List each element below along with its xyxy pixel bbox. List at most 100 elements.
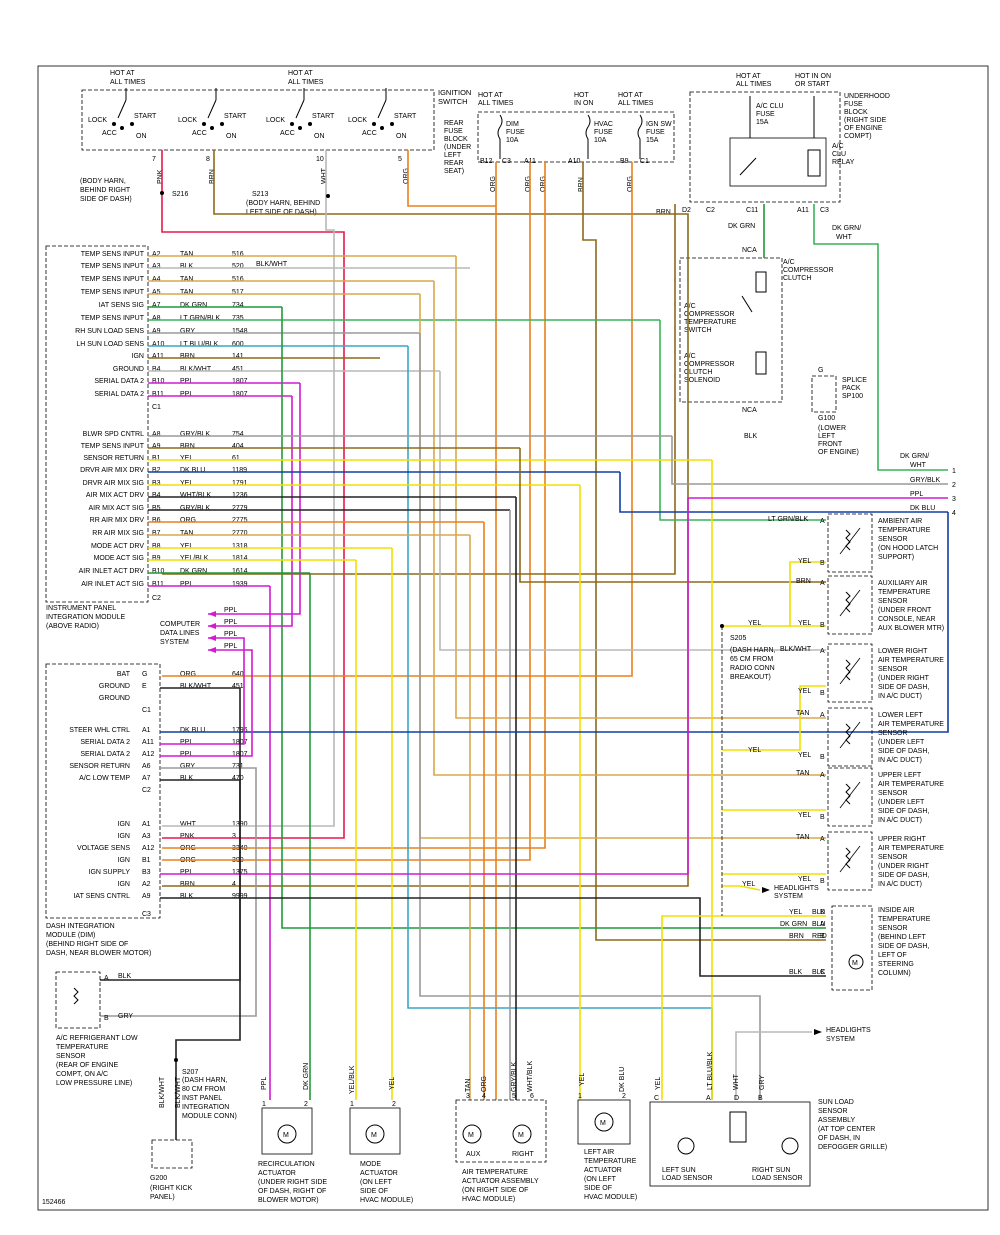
motor-letter: M xyxy=(600,1120,606,1127)
fuse-label: 10A xyxy=(594,137,607,144)
ipim-pin-label: SERIAL DATA 2 xyxy=(94,378,144,385)
inside-sensor-title: LEFT OF xyxy=(878,952,907,959)
sensor-title: SENSOR xyxy=(878,730,908,737)
ipim-pin: B3 xyxy=(152,480,161,487)
ipim-wire-label: YEL xyxy=(180,480,193,487)
relay-box xyxy=(729,137,827,187)
dim-wire-label: PPL xyxy=(180,869,193,876)
sun-wire: WHT xyxy=(733,1073,740,1090)
sun-pin: C xyxy=(654,1095,659,1102)
right-wire-name: DK GRN/ xyxy=(900,453,929,460)
dim-pin: A1 xyxy=(142,727,151,734)
nca-label-2: NCA xyxy=(742,407,757,414)
ipim-wire-label: ORG xyxy=(180,517,196,524)
wire-dkgrn-wht xyxy=(813,204,948,471)
left-sun-label: LEFT SUN xyxy=(662,1167,696,1174)
g200-note: (RIGHT KICK xyxy=(150,1185,193,1192)
air-temp-pin: 4 xyxy=(482,1093,486,1100)
computer-data-label: SYSTEM xyxy=(160,639,189,646)
wire-blk-iat xyxy=(160,897,826,977)
ipim-pin-label: LH SUN LOAD SENS xyxy=(76,341,144,348)
sensor-title: SENSOR xyxy=(878,854,908,861)
inside-wire: BLK xyxy=(789,969,803,976)
dim-c3: C3 xyxy=(142,911,151,918)
ign-pin-5: 5 xyxy=(398,156,402,163)
solenoid-label: CLUTCH xyxy=(684,369,712,376)
ipim-wire-label: LT BLU/BLK xyxy=(180,341,219,348)
sensor-title: IN A/C DUCT) xyxy=(878,881,922,888)
relay-switch xyxy=(739,157,757,176)
ipim-circuit: 516 xyxy=(232,251,244,258)
air-temp-wire: ORG xyxy=(481,1076,488,1092)
dim-wire-label: DK BLU xyxy=(180,727,205,734)
dim-pin: B3 xyxy=(142,869,151,876)
ipim-circuit: 1939 xyxy=(232,581,248,588)
inside-wire: DK GRN xyxy=(780,921,807,928)
wire-tan-upleft xyxy=(433,281,826,776)
fuse-label: HVAC xyxy=(594,121,613,128)
lp-pin-b: B xyxy=(104,1015,109,1022)
sensor-title: AIR TEMPERATURE xyxy=(878,657,944,664)
dim-ground-label: GROUND xyxy=(99,695,130,702)
arrow-right xyxy=(762,887,770,893)
thermistor-arrow xyxy=(839,657,861,685)
ipim-pin: B5 xyxy=(152,505,161,512)
ac-clu-fuse-label: FUSE xyxy=(756,111,775,118)
ipim-pin-label: SENSOR RETURN xyxy=(83,455,144,462)
dim-pin-label: SERIAL DATA 2 xyxy=(80,751,130,758)
wire-label: BLK xyxy=(744,433,758,440)
lp-wire-b: GRY xyxy=(118,1013,133,1020)
inside-sensor-title: STEERING xyxy=(878,961,914,968)
right-wire-name: GRY/BLK xyxy=(910,477,941,484)
air-temp-wire: TAN xyxy=(465,1079,472,1092)
right-motor-icon xyxy=(512,1124,532,1144)
inside-sensor-title: SENSOR xyxy=(878,925,908,932)
sensor-pin-a: A xyxy=(820,712,825,719)
ipim-pin: B8 xyxy=(152,543,161,550)
inside-sensor-title: COLUMN) xyxy=(878,970,911,977)
ipim-circuit: 2770 xyxy=(232,530,248,537)
sensor-title: UPPER RIGHT xyxy=(878,836,927,843)
ipim-wire-label: PPL xyxy=(180,581,193,588)
ac-clu-fuse-label: A/C CLU xyxy=(756,103,784,110)
sensor-title: SIDE OF DASH, xyxy=(878,748,929,755)
left-sun-label: LOAD SENSOR xyxy=(662,1175,713,1182)
sensor-wire-a: TAN xyxy=(796,770,809,777)
wire-ppl-4 xyxy=(160,649,253,757)
sun-wire: LT BLU/BLK xyxy=(707,1051,714,1090)
sensor-pin-b: B xyxy=(820,814,825,821)
wire-brn xyxy=(162,150,689,887)
wire-label: BRN xyxy=(656,209,671,216)
dim-circuit: 731 xyxy=(232,763,244,770)
wire-ppl-ign xyxy=(160,497,948,875)
thermistor-icon xyxy=(845,723,851,745)
dim-box xyxy=(45,663,161,919)
wire-blkwht-lowright xyxy=(439,371,826,651)
wire-ppl-2 xyxy=(208,396,293,627)
ign-start-label: START xyxy=(394,113,417,120)
sensor-title: (UNDER RIGHT xyxy=(878,675,930,682)
ign-acc-label: ACC xyxy=(280,130,295,137)
mode-pin: 2 xyxy=(392,1101,396,1108)
lp-pin-a: A xyxy=(104,975,109,982)
air-temp-box xyxy=(455,1099,547,1163)
s205-note: (DASH HARN, xyxy=(730,647,776,654)
computer-data-label: COMPUTER xyxy=(160,621,200,628)
thermistor-arrow xyxy=(839,527,861,555)
g200-label: G200 xyxy=(150,1175,167,1182)
ipim-wire-label: PPL xyxy=(180,391,193,398)
underhood-title: (RIGHT SIDE xyxy=(844,117,887,124)
ipim-pin-label: DRVR AIR MIX DRV xyxy=(80,467,144,474)
g200-note: PANEL) xyxy=(150,1194,175,1201)
rear-fuse-block-title: FUSE xyxy=(444,128,463,135)
left-air-temp-box xyxy=(577,1099,631,1145)
sensor-pin-b: B xyxy=(820,622,825,629)
ign-on-label: ON xyxy=(226,133,237,140)
ipim-pin-label: TEMP SENS INPUT xyxy=(81,251,145,258)
inside-wire: BRN xyxy=(789,933,804,940)
s205-dot xyxy=(720,624,724,628)
splice-s216-note: (BODY HARN, BEHIND RIGHT SIDE OF DASH) S… xyxy=(80,178,188,203)
sensor-title: LOWER LEFT xyxy=(878,712,923,719)
g100-note: LEFT xyxy=(818,433,836,440)
